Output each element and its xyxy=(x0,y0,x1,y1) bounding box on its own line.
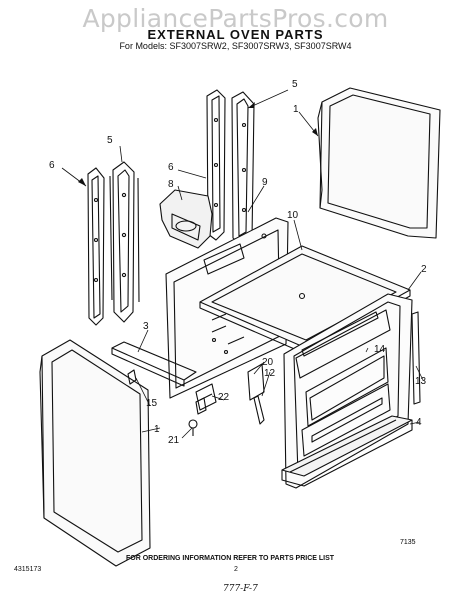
callout-5: 5 xyxy=(107,135,113,146)
part-number: 4315173 xyxy=(14,566,42,573)
part-3-bottom-rail xyxy=(111,341,197,387)
part-14-strip xyxy=(301,311,379,357)
callout-6: 6 xyxy=(49,160,55,171)
part-support-foot xyxy=(195,397,207,415)
callout-15: 15 xyxy=(146,398,158,409)
model-list: For Models: SF3007SRW2, SF3007SRW3, SF30… xyxy=(119,41,352,51)
part-21-screw xyxy=(188,419,198,436)
part-22-hinge xyxy=(195,383,217,411)
part-1-side-panel xyxy=(39,339,151,567)
leader-lines xyxy=(61,89,424,439)
handwritten-note: 777-F-7 xyxy=(223,584,258,594)
page-number: 2 xyxy=(234,566,238,573)
part-4-kick-panel xyxy=(281,415,413,487)
callout-6: 6 xyxy=(168,162,174,173)
callout-2: 2 xyxy=(421,264,427,275)
arrowheads xyxy=(78,102,318,186)
part-5-left-rail xyxy=(109,161,140,323)
ordering-note: FOR ORDERING INFORMATION REFER TO PARTS … xyxy=(126,555,335,562)
part-20-bracket xyxy=(247,363,265,401)
watermark: AppliancePartsPros.com xyxy=(82,4,389,33)
part-8-bracket xyxy=(159,189,213,249)
callout-9: 9 xyxy=(262,177,268,188)
callout-4: 4 xyxy=(416,417,422,428)
part-6-left-strip xyxy=(87,167,105,326)
callout-12: 12 xyxy=(264,368,276,379)
page-title: EXTERNAL OVEN PARTS xyxy=(147,27,324,42)
part-12-rod xyxy=(253,395,265,425)
callout-21: 21 xyxy=(168,435,180,446)
part-15-clip xyxy=(127,369,137,385)
part-13-side-trim xyxy=(411,311,421,405)
callout-labels: 5 1 5 6 6 8 9 10 2 3 14 20 12 13 22 15 4… xyxy=(49,79,427,546)
callout-1: 1 xyxy=(154,424,160,435)
part-5-right-rail xyxy=(231,91,255,247)
part-1-top-panel xyxy=(317,87,441,239)
callout-3: 3 xyxy=(143,321,149,332)
callout-1: 1 xyxy=(293,104,299,115)
callout-10: 10 xyxy=(287,210,299,221)
callout-22: 22 xyxy=(218,392,230,403)
callout-14: 14 xyxy=(374,344,386,355)
callout-13: 13 xyxy=(415,376,427,387)
drawing-code: 7135 xyxy=(400,539,416,546)
callout-5: 5 xyxy=(292,79,298,90)
callout-20: 20 xyxy=(262,357,274,368)
callout-8: 8 xyxy=(168,179,174,190)
